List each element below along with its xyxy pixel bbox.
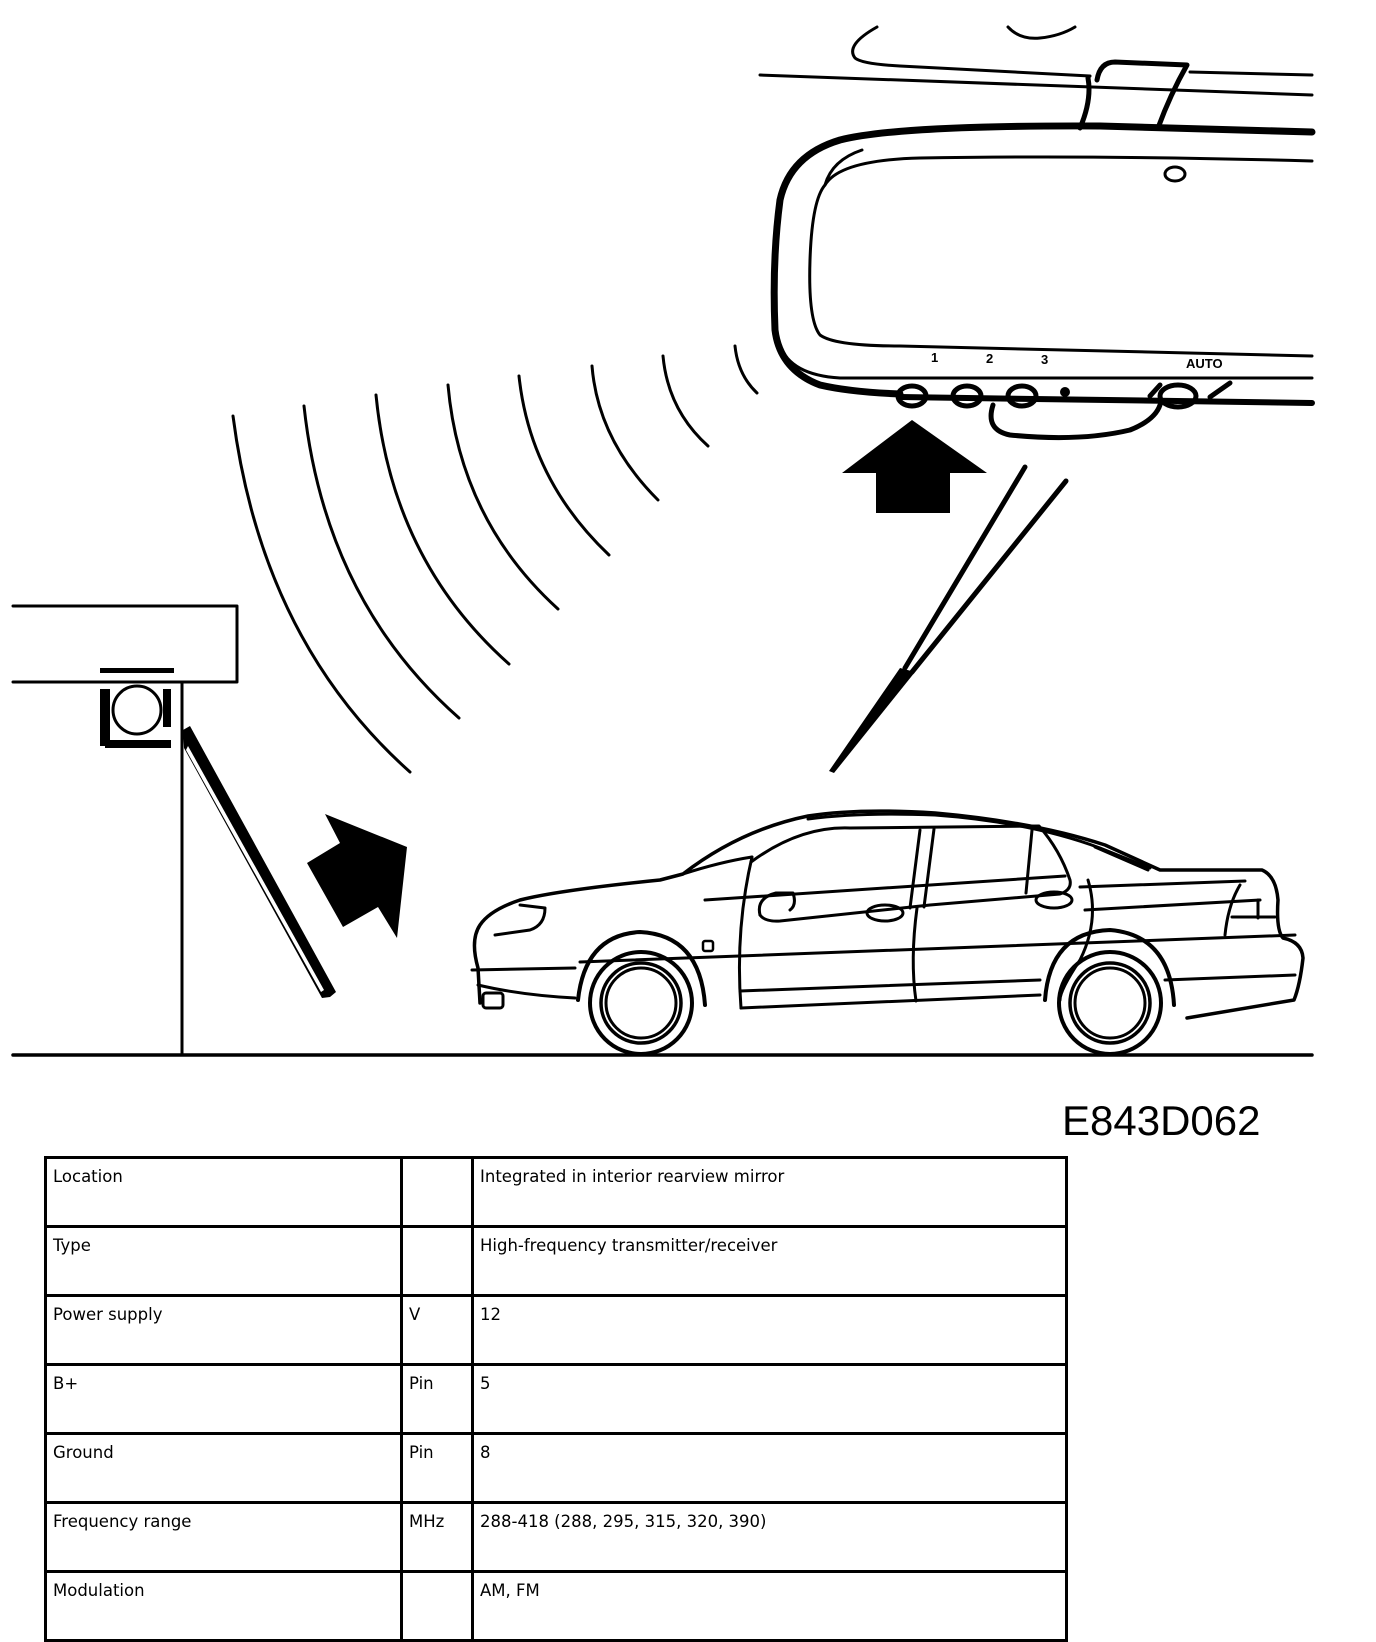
unit-cell: Pin <box>400 1432 474 1504</box>
garage-door-icon <box>11 604 336 1057</box>
table-row: Modulation AM, FM <box>44 1570 1068 1642</box>
unit-cell <box>400 1570 474 1642</box>
value-cell: 5 <box>471 1363 1068 1435</box>
mirror-button-1 <box>895 383 929 409</box>
param-cell: Location <box>44 1156 403 1228</box>
value-cell: AM, FM <box>471 1570 1068 1642</box>
unit-cell: MHz <box>400 1501 474 1573</box>
radio-wave-icon <box>231 344 759 774</box>
spec-table: Location Integrated in interior rearview … <box>44 1156 1068 1642</box>
value-cell: 8 <box>471 1432 1068 1504</box>
mirror-indicator-led <box>1060 387 1070 397</box>
value-cell: 12 <box>471 1294 1068 1366</box>
unit-cell: V <box>400 1294 474 1366</box>
mirror-label-auto: AUTO <box>1186 356 1223 371</box>
figure-id: E843D062 <box>1062 1097 1261 1144</box>
transmitter-illustration: 1 2 3 AUTO <box>11 25 1316 1057</box>
rearview-mirror-icon: 1 2 3 AUTO <box>758 25 1316 441</box>
param-cell: Modulation <box>44 1570 403 1642</box>
param-cell: Power supply <box>44 1294 403 1366</box>
mirror-button-2 <box>950 383 984 409</box>
table-row: Type High-frequency transmitter/receiver <box>44 1225 1068 1297</box>
arrow-up-icon <box>842 420 987 513</box>
mirror-button-auto <box>1157 382 1199 410</box>
param-cell: B+ <box>44 1363 403 1435</box>
car-icon <box>470 809 1305 1056</box>
unit-cell <box>400 1156 474 1228</box>
mirror-label-3: 3 <box>1041 352 1048 367</box>
param-cell: Ground <box>44 1432 403 1504</box>
signal-beam <box>829 464 1069 773</box>
unit-cell <box>400 1225 474 1297</box>
mirror-label-2: 2 <box>986 351 993 366</box>
value-cell: High-frequency transmitter/receiver <box>471 1225 1068 1297</box>
param-cell: Frequency range <box>44 1501 403 1573</box>
param-cell: Type <box>44 1225 403 1297</box>
mirror-label-1: 1 <box>931 350 938 365</box>
arrow-up-right-icon <box>307 814 407 938</box>
table-row: Location Integrated in interior rearview … <box>44 1156 1068 1228</box>
value-cell: Integrated in interior rearview mirror <box>471 1156 1068 1228</box>
unit-cell: Pin <box>400 1363 474 1435</box>
mirror-button-3 <box>1005 383 1039 409</box>
value-cell: 288-418 (288, 295, 315, 320, 390) <box>471 1501 1068 1573</box>
garage-opener-unit-icon <box>100 668 174 748</box>
